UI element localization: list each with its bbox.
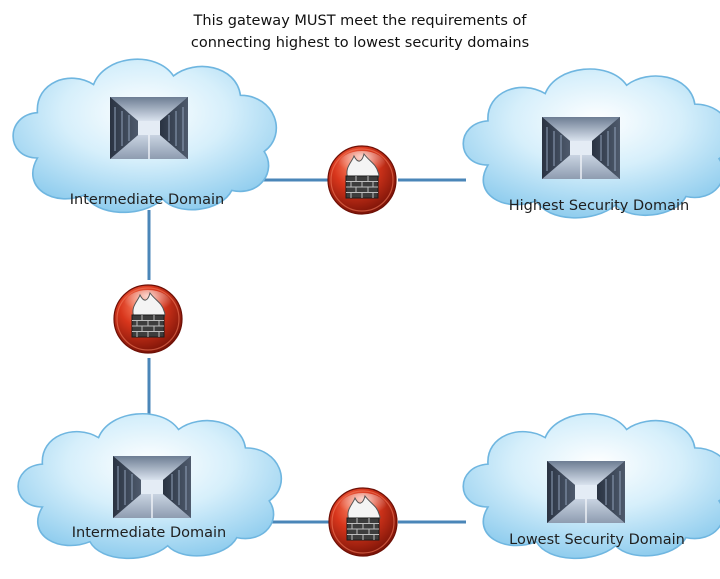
domain-label-bottom-left: Intermediate Domain [72, 525, 226, 541]
firewall-icon-top [327, 145, 397, 215]
datacenter-icon [109, 96, 189, 160]
datacenter-icon [546, 460, 626, 524]
domain-label-bottom-right: Lowest Security Domain [509, 532, 685, 548]
caption-line-1: This gateway MUST meet the requirements … [193, 13, 528, 29]
connection-links [147, 178, 466, 524]
datacenter-icon [541, 116, 621, 180]
datacenter-icon [112, 455, 192, 519]
firewall-icon-middle [113, 284, 183, 354]
domain-label-top-right: Highest Security Domain [509, 198, 690, 214]
firewall-icon-bottom [328, 487, 398, 557]
caption-line-2: connecting highest to lowest security do… [191, 35, 529, 51]
domain-label-top-left: Intermediate Domain [70, 192, 224, 208]
